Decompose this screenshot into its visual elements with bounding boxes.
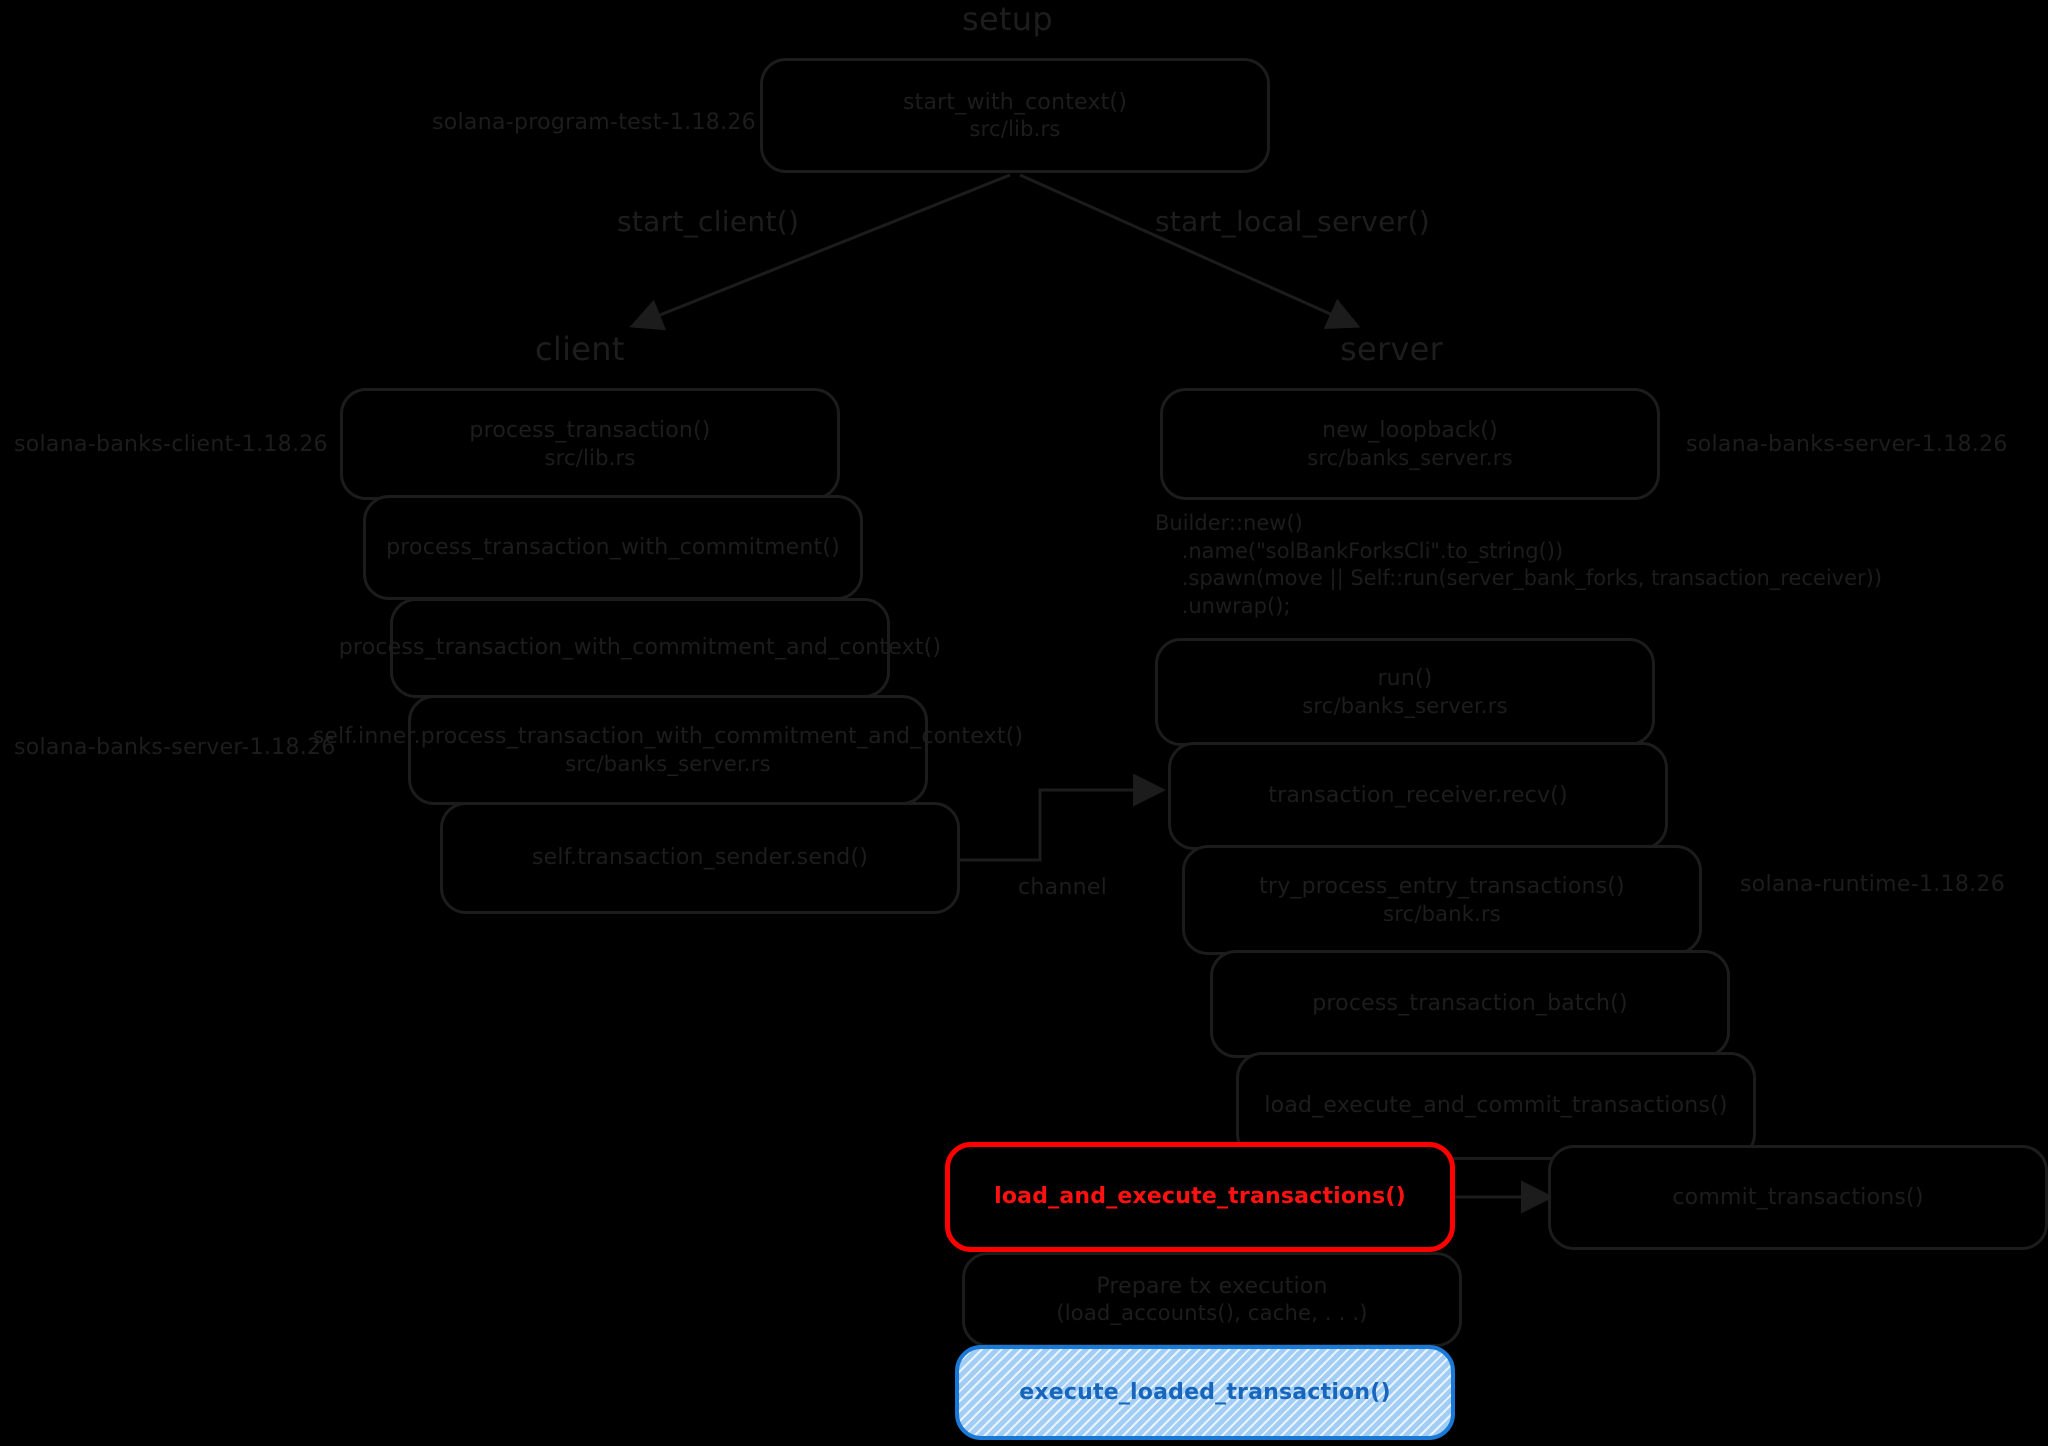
node-line1: self.transaction_sender.send() (531, 845, 869, 871)
node-line1: process_transaction() (469, 418, 711, 444)
node-line1: process_transaction_batch() (1312, 991, 1628, 1017)
node-prepare-tx-execution[interactable]: Prepare tx execution (load_accounts(), c… (962, 1252, 1462, 1347)
edge-label-start-local-server: start_local_server() (1155, 205, 1430, 238)
node-new-loopback[interactable]: new_loopback() src/banks_server.rs (1160, 388, 1660, 500)
node-line1: try_process_entry_transactions() (1259, 874, 1625, 900)
node-line2: src/lib.rs (544, 445, 636, 470)
node-run[interactable]: run() src/banks_server.rs (1155, 638, 1655, 746)
crate-label-banks-server-left: solana-banks-server-1.18.26 (14, 735, 336, 760)
node-line1: transaction_receiver.recv() (1268, 783, 1568, 809)
node-line1: new_loopback() (1322, 418, 1498, 444)
node-load-execute-and-commit-transactions[interactable]: load_execute_and_commit_transactions() (1236, 1052, 1756, 1160)
node-line2: src/lib.rs (969, 117, 1061, 142)
node-line2: src/banks_server.rs (565, 751, 771, 776)
node-commit-transactions[interactable]: commit_transactions() (1548, 1145, 2048, 1250)
node-self-inner-process[interactable]: self.inner.process_transaction_with_comm… (313, 695, 1023, 805)
node-start-with-context[interactable]: start_with_context() src/lib.rs (760, 58, 1270, 173)
node-line1: load_execute_and_commit_transactions() (1264, 1093, 1728, 1119)
edge-label-channel: channel (1018, 875, 1108, 900)
section-title-client: client (535, 330, 625, 368)
crate-label-runtime: solana-runtime-1.18.26 (1740, 872, 2006, 897)
crate-label-banks-server-right: solana-banks-server-1.18.26 (1686, 432, 2008, 457)
crate-label-banks-client: solana-banks-client-1.18.26 (14, 432, 328, 457)
node-line2: src/banks_server.rs (1307, 445, 1513, 470)
node-load-and-execute-transactions[interactable]: load_and_execute_transactions() (945, 1142, 1455, 1252)
node-try-process-entry-transactions[interactable]: try_process_entry_transactions() src/ban… (1182, 845, 1702, 955)
node-process-transaction[interactable]: process_transaction() src/lib.rs (340, 388, 840, 500)
node-process-transaction-with-commitment-and-context[interactable]: process_transaction_with_commitment_and_… (339, 598, 941, 698)
node-execute-loaded-transaction[interactable]: execute_loaded_transaction() (955, 1345, 1455, 1440)
node-line1: start_with_context() (903, 89, 1127, 115)
node-line2: (load_accounts(), cache, . . .) (1056, 1301, 1368, 1326)
node-line1: commit_transactions() (1672, 1184, 1924, 1210)
section-title-setup: setup (962, 0, 1053, 38)
node-line1: load_and_execute_transactions() (994, 1184, 1406, 1210)
builder-code-block: Builder::new() .name("solBankForksCli".t… (1155, 511, 1883, 619)
node-line2: src/banks_server.rs (1302, 693, 1508, 718)
node-transaction-sender-send[interactable]: self.transaction_sender.send() (440, 802, 960, 914)
node-line1: process_transaction_with_commitment_and_… (338, 635, 942, 661)
node-line1: Prepare tx execution (1096, 1273, 1328, 1299)
crate-label-program-test: solana-program-test-1.18.26 (432, 110, 756, 135)
node-line1: self.inner.process_transaction_with_comm… (312, 724, 1024, 750)
node-line1: execute_loaded_transaction() (1019, 1379, 1391, 1405)
edge-label-start-client: start_client() (617, 205, 800, 238)
node-transaction-receiver-recv[interactable]: transaction_receiver.recv() (1168, 742, 1668, 850)
node-line1: process_transaction_with_commitment() (386, 534, 840, 560)
node-process-transaction-with-commitment[interactable]: process_transaction_with_commitment() (363, 495, 863, 600)
node-process-transaction-batch[interactable]: process_transaction_batch() (1210, 950, 1730, 1058)
node-line1: run() (1377, 666, 1433, 692)
section-title-server: server (1340, 330, 1444, 368)
node-line2: src/bank.rs (1383, 901, 1501, 926)
